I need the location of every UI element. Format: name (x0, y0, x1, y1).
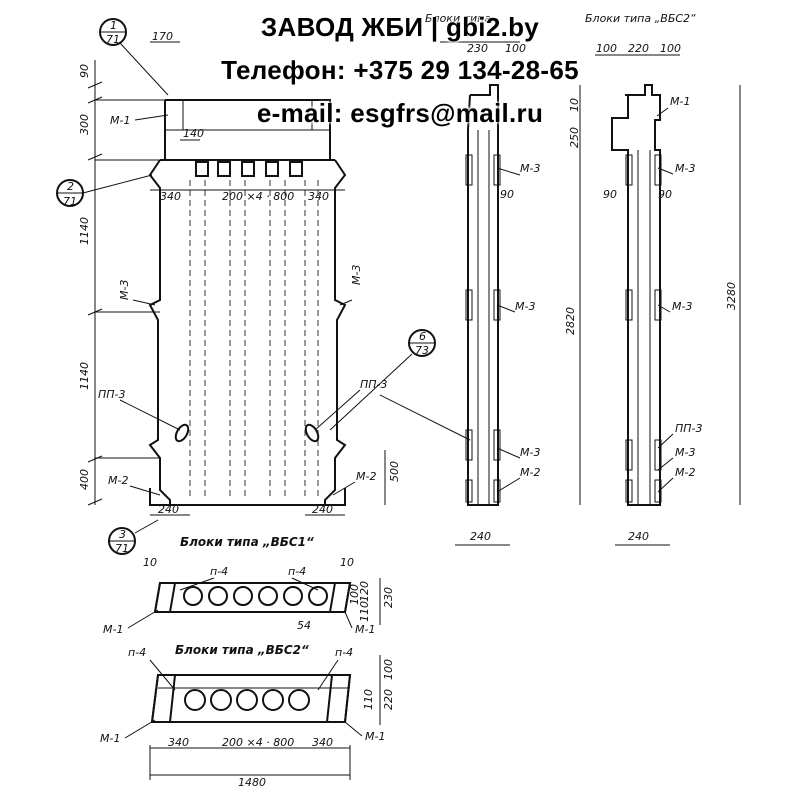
dim-2820: 2820 (564, 307, 577, 335)
callout-2-num: 2 (67, 180, 74, 193)
dim-340-vbs2-right: 340 (312, 736, 333, 749)
dim-110-vbs1: 110 (358, 601, 371, 622)
dim-90-top: 90 (78, 64, 91, 78)
dim-100-mid: 100 (505, 42, 526, 55)
dim-240-left: 240 (158, 503, 179, 516)
mark-p4-vbs1-right: п-4 (288, 565, 306, 578)
mark-m1-vbs2-left: М-1 (100, 732, 120, 745)
title-vbs1-partial: Блоки типа (425, 12, 491, 25)
dim-100-vbs1-a: 100 (348, 584, 361, 605)
mark-pp3-front-right: ПП-3 (360, 378, 388, 391)
mark-pp3-right: ПП-3 (675, 422, 703, 435)
mark-m1-vbs2-right: М-1 (365, 730, 385, 743)
title-vbs1-section: Блоки типа „ВБС1“ (180, 535, 314, 549)
dim-250: 250 (568, 127, 581, 148)
mark-m3-front-left: М-3 (118, 280, 131, 300)
dim-200x4x800-vbs2: 200 ×4 · 800 (222, 736, 294, 749)
dim-10-vbs1-left: 10 (143, 556, 157, 569)
callout-1-num: 1 (110, 19, 117, 32)
mark-m3-mid-bot: М-3 (520, 446, 540, 459)
mark-m1-front: М-1 (110, 114, 130, 127)
dim-500: 500 (388, 461, 401, 482)
mark-m3-mid-mid: М-3 (515, 300, 535, 313)
callout-6-num: 6 (419, 330, 426, 343)
callout-1 (99, 18, 169, 96)
dim-220-vbs2: 220 (382, 689, 395, 710)
dim-90-right-b: 90 (658, 188, 672, 201)
dim-230-vbs1: 230 (382, 587, 395, 608)
mark-m3-right-top: М-3 (675, 162, 695, 175)
title-vbs2-top: Блоки типа „ВБС2“ (585, 12, 696, 25)
callout-1-den: 71 (106, 33, 120, 46)
dim-400-bottom: 400 (78, 469, 91, 490)
mark-m1-right: М-1 (670, 95, 690, 108)
mark-m3-mid-top: М-3 (520, 162, 540, 175)
callout-6-den: 73 (415, 344, 429, 357)
dim-340-left: 340 (160, 190, 181, 203)
callout-6 (329, 329, 436, 431)
dim-340-right: 340 (308, 190, 329, 203)
leader-pp3-to-side (379, 394, 471, 441)
mark-m2-front-right: М-2 (356, 470, 376, 483)
dim-200x4x800: 200 ×4 · 800 (222, 190, 294, 203)
mark-p4-vbs2-left: п-4 (128, 646, 146, 659)
callout-3-num: 3 (119, 528, 126, 541)
dim-90-right-a: 90 (603, 188, 617, 201)
mark-p4-vbs2-right: п-4 (335, 646, 353, 659)
dim-1480: 1480 (238, 776, 266, 789)
watermark-line-2: Телефон: +375 29 134-28-65 (221, 55, 579, 85)
callout-3 (108, 519, 159, 555)
front-elevation (148, 99, 347, 506)
dim-90-mid: 90 (500, 188, 514, 201)
dim-100-right-a: 100 (596, 42, 617, 55)
watermark-line-1: ЗАВОД ЖБИ | gbi2.by (260, 12, 540, 42)
watermark-line-3: e-mail: esgfrs@mail.ru (256, 98, 544, 128)
dim-1140-lower: 1140 (78, 362, 91, 390)
mark-m2-mid: М-2 (520, 466, 540, 479)
side-view-vbs2 (611, 84, 662, 506)
dim-240-side-mid: 240 (470, 530, 491, 543)
mark-m3-right-mid: М-3 (672, 300, 692, 313)
mark-m1-vbs1-right: М-1 (355, 623, 375, 636)
mark-m3-right-bot: М-3 (675, 446, 695, 459)
mark-m2-right: М-2 (675, 466, 695, 479)
dim-100-vbs2-top: 100 (382, 659, 395, 680)
dim-120-vbs1: 120 (358, 581, 371, 602)
dim-54: 54 (297, 619, 311, 632)
callout-2-den: 71 (63, 195, 77, 208)
dim-170: 170 (152, 30, 173, 43)
mark-p4-vbs1-left: п-4 (210, 565, 228, 578)
dim-140: 140 (183, 127, 204, 140)
dim-340-vbs2-left: 340 (168, 736, 189, 749)
dim-300-top: 300 (78, 114, 91, 135)
mark-m1-vbs1-left: М-1 (103, 623, 123, 636)
side-view-vbs1 (465, 84, 501, 506)
dim-220-right: 220 (628, 42, 649, 55)
dim-10-side: 10 (568, 98, 581, 112)
dim-100-right-b: 100 (660, 42, 681, 55)
title-vbs2-section: Блоки типа „ВБС2“ (175, 643, 309, 657)
section-vbs2 (150, 674, 352, 723)
mark-pp3-front-left: ПП-3 (98, 388, 126, 401)
callout-3-den: 71 (115, 542, 129, 555)
dim-240-side-right: 240 (628, 530, 649, 543)
front-dim-chain-left (87, 60, 165, 506)
dim-110-vbs2: 110 (362, 689, 375, 710)
callout-2 (56, 174, 153, 207)
dim-1140-upper: 1140 (78, 217, 91, 245)
mark-m3-front-right: М-3 (350, 265, 363, 285)
dim-230: 230 (467, 42, 488, 55)
mark-m2-front-left: М-2 (108, 474, 128, 487)
dim-3280: 3280 (725, 282, 738, 310)
dim-10-vbs1-right: 10 (340, 556, 354, 569)
section-vbs1 (153, 582, 352, 613)
dim-240-right: 240 (312, 503, 333, 516)
